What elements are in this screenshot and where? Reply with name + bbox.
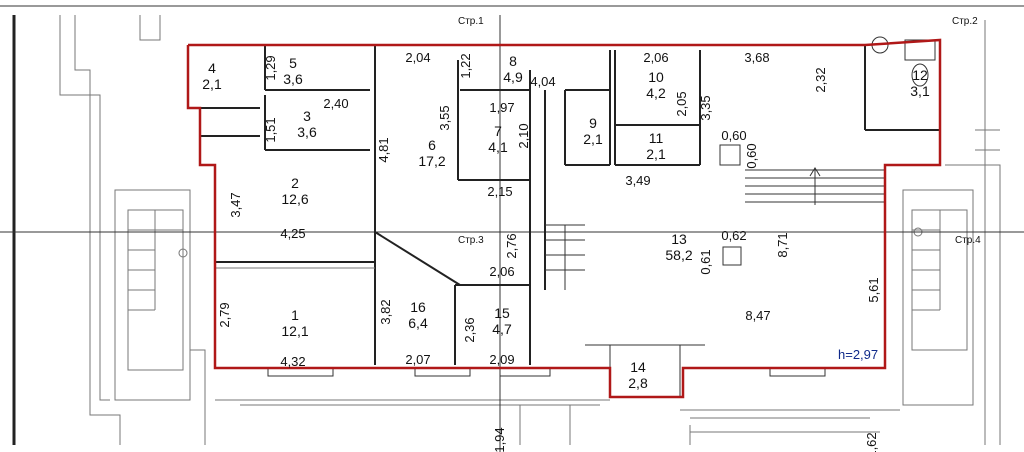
dimension-label: 4,81	[376, 137, 391, 162]
room-number: 5	[289, 55, 297, 71]
premises-outline	[186, 38, 942, 399]
room-area: 2,8	[628, 375, 648, 391]
dimension-label: 5,61	[866, 277, 881, 302]
room-number: 12	[912, 67, 928, 83]
dimension-label: 2,32	[813, 67, 828, 92]
room-area: 2,1	[646, 146, 666, 162]
page-ref-3: Стр.3	[458, 235, 484, 246]
room-number: 14	[630, 359, 646, 375]
dimension-label: 3,49	[625, 173, 650, 188]
dimension-label: 4,25	[280, 226, 305, 241]
dimension-label: 2,10	[516, 123, 531, 148]
room-labels: 42,153,633,6212,6112,1617,2166,484,974,1…	[202, 53, 930, 391]
room-number: 6	[428, 137, 436, 153]
dimension-label: 1,29	[263, 55, 278, 80]
dimension-label: 2,06	[489, 264, 514, 279]
dimension-label: 3,55	[437, 105, 452, 130]
interior-walls	[200, 45, 940, 398]
room-area: 12,6	[281, 191, 308, 207]
room-number: 9	[589, 115, 597, 131]
dimension-label: 8,47	[745, 308, 770, 323]
dimension-label: 2,05	[674, 91, 689, 116]
dimension-label: 2,04	[405, 50, 430, 65]
room-number: 4	[208, 60, 216, 76]
room-area: 58,2	[665, 247, 692, 263]
dimension-label: 4,04	[530, 74, 555, 89]
room-area: 4,2	[646, 85, 666, 101]
room-number: 2	[291, 175, 299, 191]
dimension-label: 0,62	[721, 228, 746, 243]
dimension-label: 1,51	[263, 117, 278, 142]
dimension-label: 1,62	[864, 432, 879, 452]
ceiling-height-note: h=2,97	[838, 347, 878, 362]
dimension-label: 2,79	[217, 302, 232, 327]
dimension-label: 2,06	[643, 50, 668, 65]
dimension-label: 0,60	[721, 128, 746, 143]
room-area: 3,6	[283, 71, 303, 87]
room-area: 3,1	[910, 83, 930, 99]
dimension-label: 3,68	[744, 50, 769, 65]
dimension-label: 2,76	[504, 233, 519, 258]
room-area: 17,2	[418, 153, 445, 169]
dimension-label: 2,40	[323, 96, 348, 111]
toilet-icon	[904, 39, 936, 87]
room-number: 1	[291, 307, 299, 323]
page-ref-1: Стр.1	[458, 16, 484, 27]
room-number: 10	[648, 69, 664, 85]
room-number: 7	[494, 123, 502, 139]
dimension-label: 2,09	[489, 352, 514, 367]
stairs	[545, 167, 885, 290]
background-linework	[0, 5, 1024, 445]
room-area: 3,6	[297, 124, 317, 140]
dimension-label: 2,15	[487, 184, 512, 199]
dimension-label: 8,71	[775, 232, 790, 257]
room-area: 12,1	[281, 323, 308, 339]
dimension-label: 3,35	[698, 95, 713, 120]
room-number: 13	[671, 231, 687, 247]
dimension-label: 1,22	[458, 53, 473, 78]
room-area: 4,1	[488, 139, 508, 155]
dimension-label: 1,94	[492, 427, 507, 452]
dimension-label: 3,47	[228, 192, 243, 217]
room-number: 16	[410, 299, 426, 315]
room-number: 8	[509, 53, 517, 69]
room-area: 2,1	[202, 76, 222, 92]
room-area: 4,7	[492, 321, 512, 337]
room-area: 2,1	[583, 131, 603, 147]
dimension-label: 2,36	[462, 317, 477, 342]
room-area: 6,4	[408, 315, 428, 331]
dimension-label: 4,32	[280, 354, 305, 369]
room-number: 15	[494, 305, 510, 321]
room-number: 11	[649, 130, 664, 146]
dimension-label: 2,07	[405, 352, 430, 367]
dimension-label: 0,61	[698, 249, 713, 274]
room-area: 4,9	[503, 69, 523, 85]
dimension-label: 1,97	[489, 100, 514, 115]
page-ref-2: Стр.2	[952, 16, 978, 27]
room-number: 3	[303, 108, 311, 124]
page-ref-4: Стр.4	[955, 235, 981, 246]
dimension-label: 3,82	[378, 299, 393, 324]
dimension-label: 0,60	[744, 143, 759, 168]
